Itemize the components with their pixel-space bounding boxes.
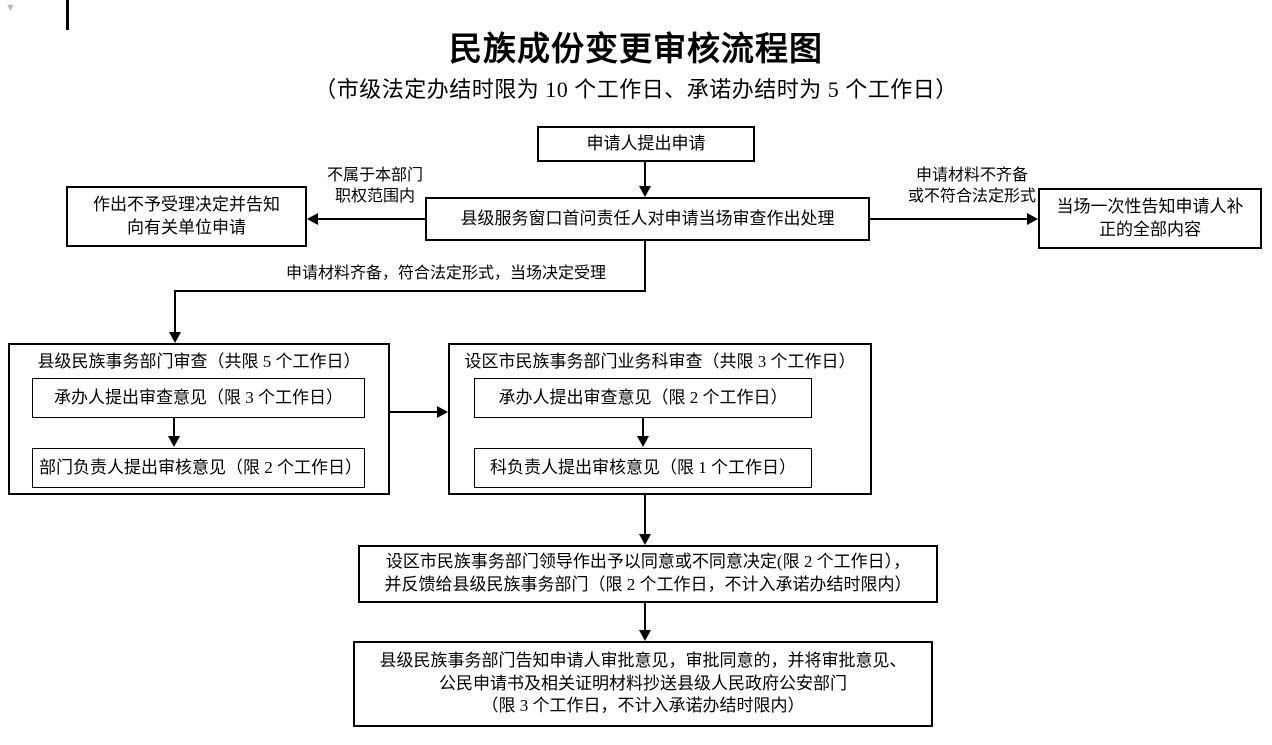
group-city-department-title: 设区市民族事务部门业务科审查（共限 3 个工作日） <box>464 352 856 371</box>
arrowhead-city-group-to-leader <box>639 534 651 545</box>
group-county-department-title: 县级民族事务部门审查（共限 5 个工作日） <box>37 352 361 371</box>
node-county-step2: 部门负责人提出审核意见（限 2 个工作日） <box>32 448 365 488</box>
node-county-notify-applicant: 县级民族事务部门告知申请人审批意见，审批同意的，并将审批意见、 公民申请书及相关… <box>353 641 933 727</box>
page-title: 民族成份变更审核流程图 <box>449 32 823 68</box>
arrowhead-window-to-supplement <box>1027 213 1038 225</box>
node-applicant-submit: 申请人提出申请 <box>537 126 755 162</box>
edge-label-materials-complete: 申请材料齐备，符合法定形式，当场决定受理 <box>285 265 606 282</box>
connector-county-step1-to-step2 <box>173 418 175 438</box>
connector-county-to-city-group <box>390 411 438 413</box>
node-reject-notice: 作出不予受理决定并告知 向有关单位申请 <box>66 186 307 247</box>
connector-window-to-supplement <box>870 218 1027 220</box>
connector-city-group-to-leader <box>644 495 646 535</box>
node-city-step1: 承办人提出审查意见（限 2 个工作日） <box>474 378 812 418</box>
node-city-step2: 科负责人提出审核意见（限 1 个工作日） <box>474 448 812 488</box>
edge-label-not-in-scope: 不属于本部门 职权范围内 <box>326 167 423 205</box>
arrowhead-county-step1-to-step2 <box>168 436 180 447</box>
connector-elbow-to-county-group <box>174 290 176 334</box>
connector-window-to-reject <box>318 218 425 220</box>
node-county-step1: 承办人提出审查意见（限 3 个工作日） <box>32 378 365 418</box>
connector-leader-to-county-notify <box>644 603 646 632</box>
arrowhead-leader-to-county-notify <box>639 630 651 641</box>
node-county-window-review: 县级服务窗口首问责任人对申请当场审查作出处理 <box>425 197 870 241</box>
node-onsite-supplement-notice: 当场一次性告知申请人补 正的全部内容 <box>1038 188 1262 249</box>
page-subtitle: （市级法定办结时限为 10 个工作日、承诺办结时为 5 个工作日） <box>314 77 958 102</box>
arrowhead-applicant-to-window <box>639 186 651 197</box>
connector-city-step1-to-step2 <box>642 418 644 438</box>
arrowhead-window-to-reject <box>307 213 318 225</box>
arrowhead-county-to-city-group <box>437 406 448 418</box>
connector-window-drop <box>644 241 646 292</box>
node-city-leader-decision: 设区市民族事务部门领导作出予以同意或不同意决定(限 2 个工作日）， 并反馈给县… <box>358 545 938 603</box>
connector-window-elbow-horizontal <box>174 290 646 292</box>
scan-artifact-bar <box>66 0 69 30</box>
scan-artifact-mark: ▼ <box>5 2 16 14</box>
edge-label-materials-incomplete: 申请材料不齐备 或不符合法定形式 <box>907 167 1036 205</box>
connector-applicant-to-window <box>644 162 646 186</box>
arrowhead-city-step1-to-step2 <box>637 436 649 447</box>
arrowhead-to-county-group <box>169 332 181 343</box>
